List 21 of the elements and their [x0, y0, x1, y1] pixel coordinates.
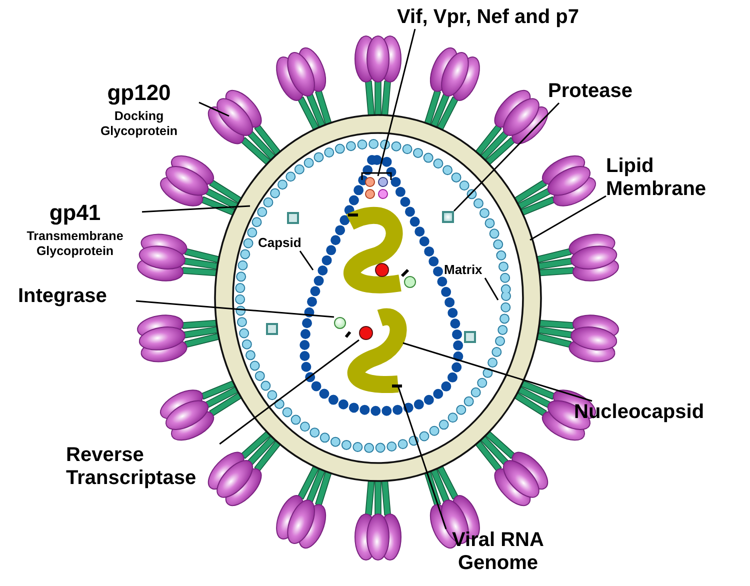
- callout-description: Transmembrane Glycoprotein: [26, 229, 124, 260]
- protease-molecule: [442, 211, 454, 223]
- leader-line: [219, 339, 360, 445]
- leader-line: [142, 205, 250, 213]
- leader-line: [484, 278, 499, 300]
- leader-line: [299, 250, 314, 270]
- callout-label: Lipid Membrane: [606, 155, 708, 201]
- leader-line: [377, 28, 416, 176]
- callout-label: Capsid: [258, 236, 302, 251]
- callout-label: Matrix: [444, 263, 482, 278]
- callout-label: Integrase: [18, 285, 107, 308]
- callout-description: Docking Glycoprotein: [99, 109, 179, 140]
- leader-line: [136, 300, 334, 318]
- callout-label: gp120: [107, 80, 171, 106]
- leader-line: [397, 386, 447, 530]
- callout-label: gp41: [49, 200, 101, 226]
- callout-label: Protease: [548, 80, 632, 103]
- callout-label: Vif, Vpr, Nef and p7: [397, 6, 579, 29]
- callout-label: Reverse Transcriptase: [66, 444, 198, 490]
- leader-line: [453, 102, 560, 212]
- leader-line: [530, 195, 606, 241]
